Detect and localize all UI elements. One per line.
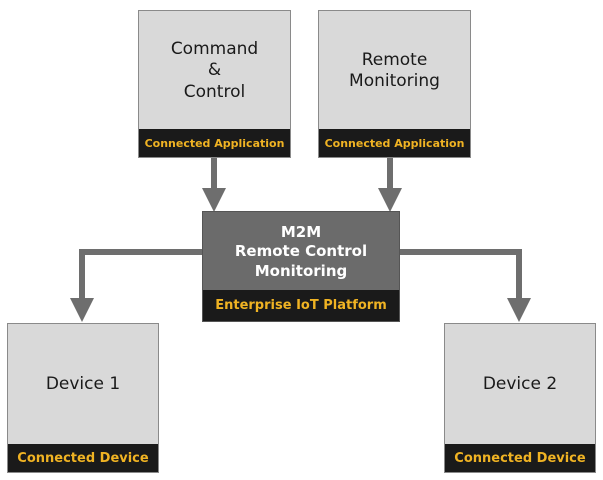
node-title: Device 1	[45, 374, 121, 395]
node-title: Command & Control	[170, 39, 259, 102]
arrow-platform-to-device2	[400, 249, 531, 322]
node-footer-label: Connected Device	[8, 444, 158, 472]
device-2-node: Device 2 Connected Device	[444, 323, 596, 473]
node-title: Remote Monitoring	[349, 49, 440, 91]
device-1-node: Device 1 Connected Device	[7, 323, 159, 473]
node-footer-label: Connected Application	[139, 129, 290, 157]
iot-platform-node: M2M Remote Control Monitoring Enterprise…	[202, 211, 400, 322]
remote-monitoring-node: Remote Monitoring Connected Application	[318, 10, 471, 158]
command-control-node: Command & Control Connected Application	[138, 10, 291, 158]
node-footer-label: Connected Application	[319, 129, 470, 157]
arrow-platform-to-device1	[70, 249, 202, 322]
node-title: M2M Remote Control Monitoring	[234, 222, 368, 280]
node-title: Device 2	[482, 374, 558, 395]
node-footer-label: Enterprise IoT Platform	[203, 290, 399, 321]
node-footer-label: Connected Device	[445, 444, 595, 472]
